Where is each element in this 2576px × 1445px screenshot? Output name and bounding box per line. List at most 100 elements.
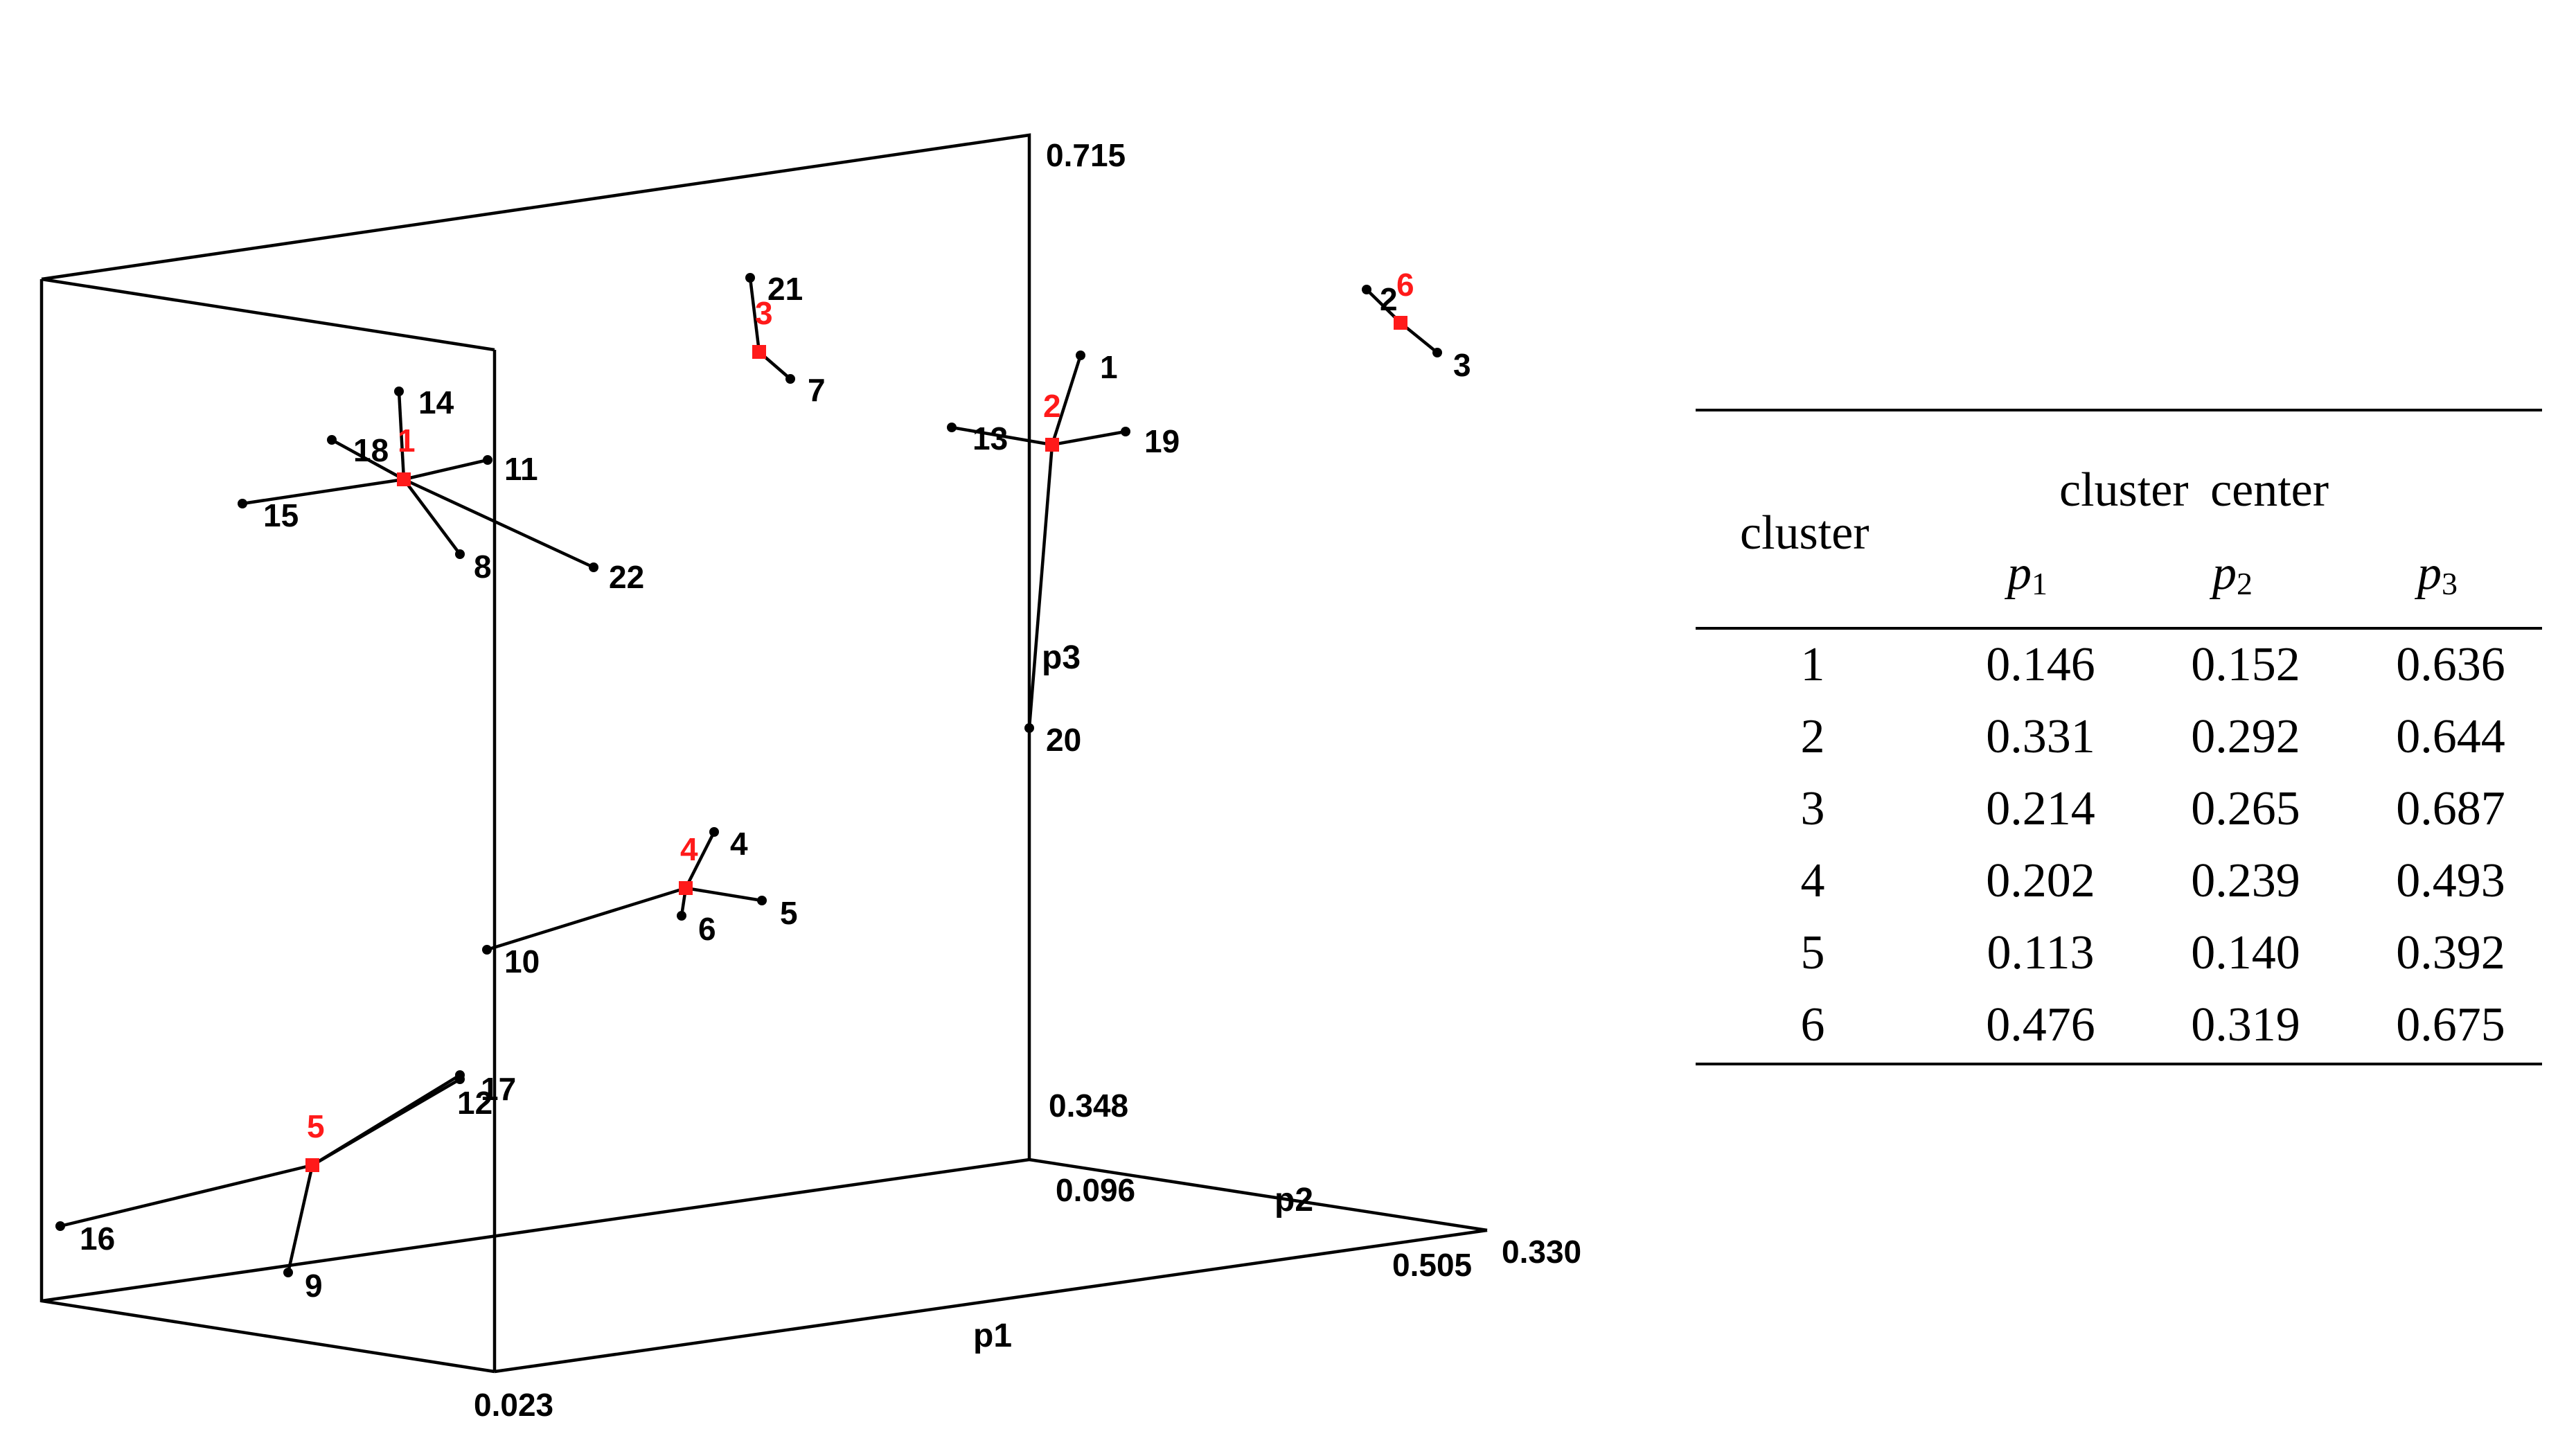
link-c2-p1: [1050, 355, 1083, 445]
header-p1: p1: [2007, 547, 2048, 601]
link-c2-p20: [1027, 444, 1054, 729]
link-c2-p13: [951, 425, 1053, 447]
point-6: [677, 911, 686, 921]
point-15: [238, 499, 247, 508]
cluster-center-label-6: 6: [1396, 267, 1414, 303]
point-label-13: 13: [972, 420, 1008, 456]
cluster-center-label-5: 5: [307, 1108, 325, 1144]
cluster-center-label-1: 1: [398, 423, 416, 459]
table-header-rule: [1696, 627, 2542, 630]
link-c1-p15: [242, 477, 405, 506]
y-axis-label: p2: [1274, 1182, 1313, 1218]
point-21: [745, 273, 755, 283]
cluster-center-3: [752, 345, 766, 359]
point-label-5: 5: [780, 895, 798, 931]
cell-p2: 0.152: [2191, 638, 2300, 691]
cell-p2: 0.319: [2191, 998, 2300, 1052]
point-18: [327, 435, 337, 445]
left-wall-edge: [39, 279, 495, 1374]
cell-p3: 0.644: [2396, 710, 2505, 763]
table-bottom-rule: [1696, 1063, 2542, 1065]
point-3: [1432, 348, 1442, 357]
cell-p1: 0.476: [1986, 998, 2095, 1052]
cluster-center-4: [679, 881, 693, 895]
point-9: [283, 1268, 293, 1277]
cell-p2: 0.265: [2191, 782, 2300, 835]
link-c1-p11: [403, 458, 488, 481]
point-label-19: 19: [1144, 423, 1180, 459]
cell-cluster: 1: [1800, 638, 1825, 691]
point-5: [757, 896, 767, 905]
cell-p3: 0.392: [2396, 926, 2505, 979]
cell-p1: 0.113: [1987, 926, 2095, 979]
point-1: [1076, 351, 1085, 360]
point-label-11: 11: [504, 451, 538, 487]
point-10: [482, 945, 492, 955]
back-wall-edge: [41, 133, 1031, 1160]
cell-p3: 0.687: [2396, 782, 2505, 835]
point-4: [709, 827, 719, 837]
table-row: 3 0.214 0.265 0.687: [1696, 781, 2542, 853]
point-label-4: 4: [730, 826, 748, 862]
point-label-15: 15: [263, 497, 299, 533]
cell-cluster: 3: [1800, 782, 1825, 835]
point-label-16: 16: [80, 1221, 115, 1257]
link-c1-p22: [403, 477, 594, 569]
link-c1-p14: [397, 391, 406, 480]
point-22: [589, 562, 598, 572]
link-c5-p9: [286, 1164, 314, 1273]
cell-cluster: 6: [1800, 998, 1825, 1052]
point-label-18: 18: [353, 432, 389, 468]
point-19: [1121, 427, 1130, 436]
cluster-center-label-3: 3: [755, 295, 773, 331]
cluster-center-1: [397, 472, 411, 486]
point-11: [483, 455, 492, 465]
z-tick-max: 0.715: [1046, 137, 1126, 173]
point-label-21: 21: [767, 271, 803, 307]
point-label-14: 14: [418, 384, 454, 420]
cluster-center-label-4: 4: [680, 831, 698, 867]
header-p3: p3: [2417, 547, 2458, 601]
y-tick-min: 0.096: [1056, 1172, 1135, 1208]
point-label-7: 7: [808, 372, 826, 408]
link-c4-p4: [684, 831, 716, 889]
floor-right-edge: [1029, 1158, 1488, 1232]
header-p2: p2: [2212, 547, 2253, 601]
header-cluster: cluster: [1740, 506, 1869, 560]
point-13: [947, 423, 957, 432]
point-label-3: 3: [1453, 347, 1471, 383]
cell-cluster: 2: [1800, 710, 1825, 763]
cell-p1: 0.214: [1986, 782, 2095, 835]
floor-back-edge: [41, 1158, 1030, 1303]
cell-p2: 0.239: [2191, 854, 2300, 907]
cluster-center-6: [1394, 316, 1407, 330]
point-7: [785, 374, 795, 384]
table-top-rule: [1696, 409, 2542, 411]
z-axis-label: p3: [1042, 639, 1081, 676]
cell-p3: 0.636: [2396, 638, 2505, 691]
cluster-3d-plot: 0.715 0.348 0.096 0.330 0.505 0.023 p3 p…: [39, 133, 1581, 1423]
point-label-20: 20: [1046, 722, 1081, 758]
cluster-center-2: [1045, 438, 1059, 452]
cluster-links: [60, 277, 1439, 1273]
link-c4-p5: [685, 886, 763, 903]
point-8: [455, 549, 465, 559]
point-16: [55, 1221, 65, 1231]
point-label-17: 17: [481, 1071, 516, 1107]
point-label-10: 10: [504, 943, 540, 979]
z-tick-min: 0.348: [1049, 1088, 1128, 1124]
point-label-9: 9: [305, 1268, 323, 1304]
link-c2-p19: [1051, 429, 1126, 447]
point-label-12: 12: [457, 1085, 492, 1121]
link-c1-p8: [402, 478, 461, 556]
cell-p3: 0.493: [2396, 854, 2505, 907]
point-2: [1362, 285, 1371, 294]
cluster-center-5: [305, 1158, 319, 1172]
link-c4-p10: [486, 886, 686, 952]
header-cluster-center: cluster center: [2059, 463, 2329, 517]
